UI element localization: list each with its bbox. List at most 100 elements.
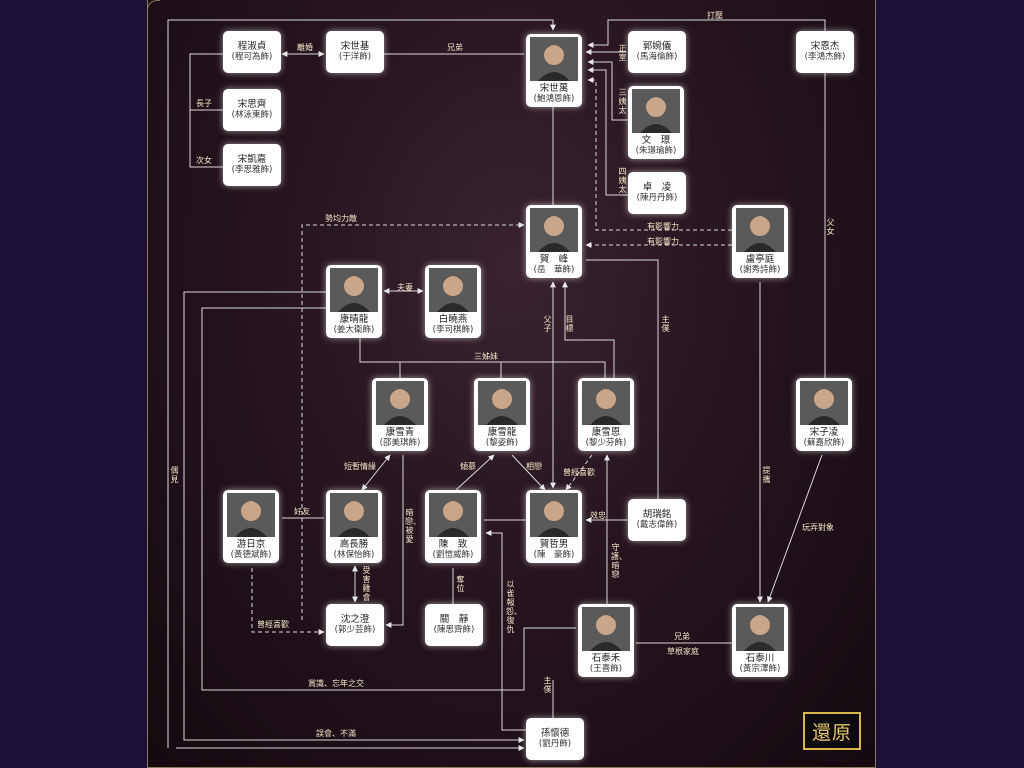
character-guan-jing[interactable]: 關 靜(陳思齊飾) — [425, 604, 483, 646]
relationship-label-vertical: 父子 — [543, 315, 552, 333]
character-name: 賀哲男 — [540, 539, 569, 550]
relationship-label-vertical: 奪位 — [456, 575, 465, 593]
relationship-label: 長子 — [196, 99, 212, 108]
character-kang-xuelong[interactable]: 康雪龍(黎姿飾) — [474, 378, 530, 451]
character-name: 沈之澄 — [341, 614, 370, 625]
character-name: 宋凱嘉 — [238, 154, 267, 165]
character-song-siqi[interactable]: 宋思齊(林泳東飾) — [223, 89, 281, 131]
relationship-label-vertical: 目標 — [565, 315, 574, 333]
relationship-label: 離婚 — [297, 43, 313, 52]
character-shen-zhideng[interactable]: 沈之澄(郭少芸飾) — [326, 604, 384, 646]
line-short-romance — [362, 455, 390, 490]
actor-name: (郭少芸飾) — [335, 625, 376, 636]
character-name: 高長勝 — [340, 539, 369, 550]
character-gao-changsheng[interactable]: 高長勝(林保怡飾) — [326, 490, 382, 563]
portrait-image — [736, 607, 784, 651]
relationship-label: 兄弟 — [674, 632, 690, 641]
actor-name: (邵美琪飾) — [380, 438, 421, 449]
actor-name: (陳 豪飾) — [534, 550, 575, 561]
portrait-image — [429, 493, 477, 537]
character-name: 宋世萬 — [540, 83, 569, 94]
character-lu-tingting[interactable]: 盧亭庭(謝秀詩飾) — [732, 205, 788, 278]
relationship-label: 三姊妹 — [474, 352, 498, 361]
character-guo-wanyi[interactable]: 郭婉儀(馬海倫飾) — [628, 31, 686, 73]
portrait-image — [736, 208, 784, 252]
relationship-label: 曾經喜歡 — [257, 620, 289, 629]
character-name: 康雪恩 — [592, 427, 621, 438]
actor-name: (李司棋飾) — [433, 325, 474, 336]
character-kang-qinglong[interactable]: 康晴龍(姜大衛飾) — [326, 265, 382, 338]
actor-name: (李思雅飾) — [232, 165, 273, 176]
character-name: 宋恩杰 — [811, 41, 840, 52]
line-love — [512, 455, 545, 490]
portrait-image — [227, 493, 275, 537]
character-name: 康晴龍 — [340, 314, 369, 325]
character-name: 宋子凌 — [810, 427, 839, 438]
relationship-label: 誤會、不滿 — [316, 729, 356, 738]
relationship-label: 有影響力 — [647, 237, 679, 246]
actor-name: (黎少芬飾) — [586, 438, 627, 449]
character-name: 陳 致 — [439, 539, 468, 550]
actor-name: (戴志偉飾) — [637, 520, 678, 531]
character-you-rijing[interactable]: 游日京(黃德斌飾) — [223, 490, 279, 563]
actor-name: (林泳東飾) — [232, 110, 273, 121]
actor-name: (岳 華飾) — [534, 265, 575, 276]
portrait-image — [582, 607, 630, 651]
restore-button[interactable]: 還原 — [803, 712, 861, 750]
actor-name: (程可為飾) — [232, 52, 273, 63]
character-song-shiji[interactable]: 宋世基(于洋飾) — [326, 31, 384, 73]
portrait-image — [530, 37, 578, 81]
character-wen-jing[interactable]: 文 璟(朱璟瑜飾) — [628, 86, 684, 159]
character-name: 石泰川 — [746, 653, 775, 664]
relationship-label-vertical: 主僕 — [661, 315, 670, 333]
character-name: 康雪龍 — [488, 427, 517, 438]
relationship-label-vertical: 四姨太 — [618, 167, 627, 194]
character-name: 胡瑞銘 — [643, 509, 672, 520]
relationship-label: 兄弟 — [447, 43, 463, 52]
character-song-ziling[interactable]: 宋子凌(蘇嘉欣飾) — [796, 378, 852, 451]
relationship-label: 草根家庭 — [667, 647, 699, 656]
actor-name: (劉愷威飾) — [433, 550, 474, 561]
character-shi-taichuan[interactable]: 石泰川(黃宗澤飾) — [732, 604, 788, 677]
relationship-label: 有影響力 — [647, 222, 679, 231]
portrait-image — [478, 381, 526, 425]
character-song-qiujia[interactable]: 宋凱嘉(李思雅飾) — [223, 144, 281, 186]
relationship-label: 效忠 — [590, 511, 606, 520]
relationship-label: 玩弄對象 — [802, 523, 834, 532]
relationship-label: 相戀 — [526, 462, 542, 471]
portrait-image — [800, 381, 848, 425]
actor-name: (朱璟瑜飾) — [636, 146, 677, 157]
relationship-label: 夫妻 — [397, 283, 413, 292]
actor-name: (陳思齊飾) — [434, 625, 475, 636]
character-kang-xuen[interactable]: 康雪恩(黎少芬飾) — [578, 378, 634, 451]
character-he-zhijie[interactable]: 賀哲男(陳 豪飾) — [526, 490, 582, 563]
character-name: 宋思齊 — [238, 99, 267, 110]
relationship-label-vertical: 正室 — [618, 44, 627, 62]
character-song-enjie[interactable]: 宋恩杰(李鴻杰飾) — [796, 31, 854, 73]
relationship-label-vertical: 父女 — [826, 218, 835, 236]
character-name: 盧亭庭 — [746, 254, 775, 265]
character-name: 程淑貞 — [238, 41, 267, 52]
character-bai-xiaoyan[interactable]: 白曉燕(李司棋飾) — [425, 265, 481, 338]
character-name: 孫懷德 — [541, 728, 570, 739]
character-he-feng[interactable]: 賀 峰(岳 華飾) — [526, 205, 582, 278]
character-chen-zhi[interactable]: 陳 致(劉愷威飾) — [425, 490, 481, 563]
relationship-label: 勢均力敵 — [325, 214, 357, 223]
character-cheng-shuzhen[interactable]: 程淑貞(程可為飾) — [223, 31, 281, 73]
character-name: 石泰禾 — [592, 653, 621, 664]
character-sun-dinghao[interactable]: 孫懷德(劉丹飾) — [526, 718, 584, 760]
relationship-label-vertical: 暗戀、被愛 — [405, 508, 414, 544]
character-hu-huiming[interactable]: 胡瑞銘(戴志偉飾) — [628, 499, 686, 541]
character-kang-xueqing[interactable]: 康雪青(邵美琪飾) — [372, 378, 428, 451]
actor-name: (于洋飾) — [339, 52, 371, 63]
actor-name: (謝秀詩飾) — [740, 265, 781, 276]
relationship-label: 傾慕 — [460, 462, 476, 471]
actor-name: (李鴻杰飾) — [805, 52, 846, 63]
portrait-image — [429, 268, 477, 312]
character-song-shiwan[interactable]: 宋世萬(鮑鴻恩飾) — [526, 34, 582, 107]
portrait-image — [330, 493, 378, 537]
relationship-label-vertical: 守護、暗戀 — [611, 543, 620, 579]
character-zhuo-ling[interactable]: 卓 凌(陳丹丹飾) — [628, 172, 686, 214]
character-shi-taihe[interactable]: 石泰禾(王喜飾) — [578, 604, 634, 677]
actor-name: (黎姿飾) — [486, 438, 518, 449]
